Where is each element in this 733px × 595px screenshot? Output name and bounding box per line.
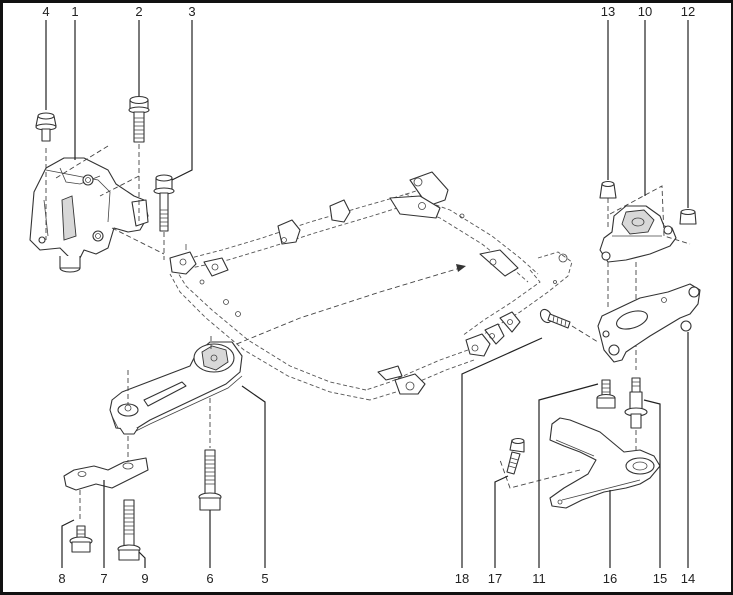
- callout-1: 1: [71, 4, 78, 19]
- callout-15: 15: [653, 571, 667, 586]
- stud: [624, 377, 648, 429]
- callout-4: 4: [42, 4, 49, 19]
- bracket-bolt: [69, 525, 93, 553]
- mount-bolt-short: [35, 112, 57, 142]
- callout-13: 13: [601, 4, 615, 19]
- right-engine-mount: [29, 157, 149, 273]
- subframe-bolt: [539, 308, 571, 329]
- assembly-line: [55, 145, 109, 179]
- callout-18: 18: [455, 571, 469, 586]
- callout-2: 2: [135, 4, 142, 19]
- bracket-bolt-long: [117, 499, 141, 561]
- mount-bolt-side: [153, 174, 175, 232]
- callout-10: 10: [638, 4, 652, 19]
- callout-3: 3: [188, 4, 195, 19]
- assembly-line: [99, 175, 140, 197]
- assembly-line: [111, 227, 165, 255]
- assembly-line: [499, 459, 581, 489]
- callout-11: 11: [532, 571, 546, 586]
- callout-12: 12: [681, 4, 695, 19]
- left-transmission-mount: [599, 205, 677, 263]
- callout-8: 8: [58, 571, 65, 586]
- front-subframe: [169, 171, 573, 401]
- torque-rod-mount: [109, 341, 243, 435]
- assembly-line: [571, 325, 599, 343]
- transmission-support-bracket: [597, 283, 701, 363]
- callout-9: 9: [141, 571, 148, 586]
- mount-nut-right: [679, 208, 697, 225]
- callout-16: 16: [603, 571, 617, 586]
- assembly-line: [609, 185, 691, 245]
- callout-14: 14: [681, 571, 695, 586]
- callout-5: 5: [261, 571, 268, 586]
- arm-bolt: [506, 437, 525, 475]
- mount-nut-left: [599, 180, 617, 199]
- lower-support-arm: [549, 417, 661, 509]
- mount-bolt-long: [128, 95, 150, 143]
- mount-bracket-bolt: [596, 379, 616, 409]
- callout-17: 17: [488, 571, 502, 586]
- bracket: [63, 457, 149, 491]
- callout-7: 7: [100, 571, 107, 586]
- torque-rod-bolt: [198, 449, 222, 511]
- leader-lines: [45, 20, 689, 568]
- callout-6: 6: [206, 571, 213, 586]
